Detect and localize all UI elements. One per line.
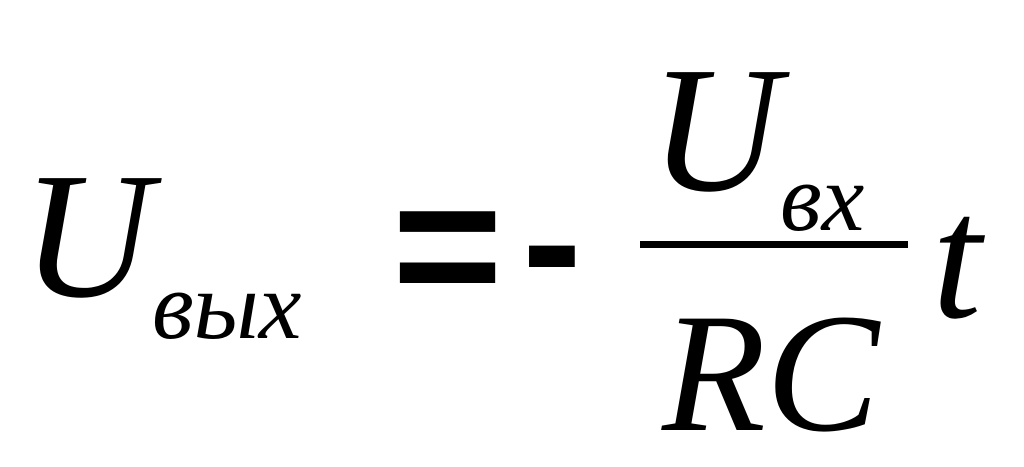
- output-voltage-symbol: U: [22, 136, 152, 335]
- input-voltage-symbol: U: [650, 30, 780, 229]
- denominator-rc: RC: [662, 279, 880, 467]
- output-subscript: вых: [152, 252, 302, 359]
- fraction-bar: [640, 241, 908, 248]
- time-variable: t: [932, 158, 982, 356]
- input-subscript: вх: [780, 144, 865, 251]
- equals-sign: =: [392, 139, 503, 351]
- minus-sign: -: [522, 141, 582, 342]
